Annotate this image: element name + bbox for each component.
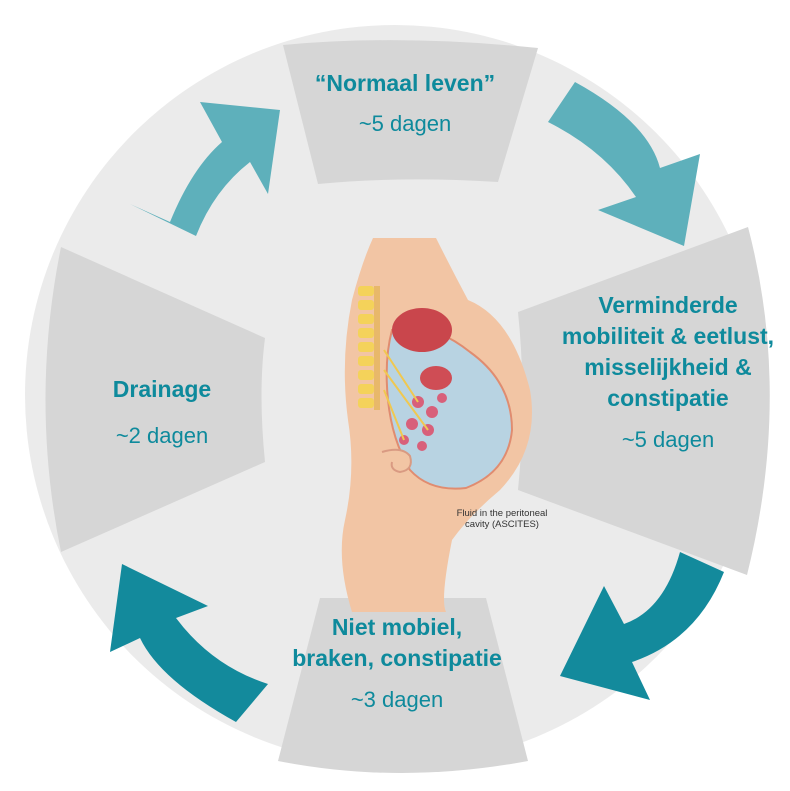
stage-title: Drainage — [62, 374, 262, 404]
stage-not-mobile: Niet mobiel, braken, constipatie ~3 dage… — [292, 612, 502, 714]
liver — [392, 308, 452, 352]
stage-duration: ~2 dagen — [62, 422, 262, 450]
illustration-caption: Fluid in the peritoneal cavity (ASCITES) — [447, 508, 557, 530]
stage-title: Verminderde mobiliteit & eetlust, missel… — [548, 290, 788, 414]
stage-normal-life: “Normaal leven” ~5 dagen — [260, 68, 550, 138]
stage-title: “Normaal leven” — [260, 68, 550, 98]
stage-reduced-mobility: Verminderde mobiliteit & eetlust, missel… — [548, 290, 788, 454]
stage-duration: ~3 dagen — [292, 686, 502, 714]
stage-duration: ~5 dagen — [548, 426, 788, 454]
spine — [358, 286, 380, 410]
stage-drainage: Drainage ~2 dagen — [62, 374, 262, 450]
stage-duration: ~5 dagen — [260, 110, 550, 138]
kidney — [420, 366, 452, 390]
stage-title: Niet mobiel, braken, constipatie — [292, 612, 502, 674]
